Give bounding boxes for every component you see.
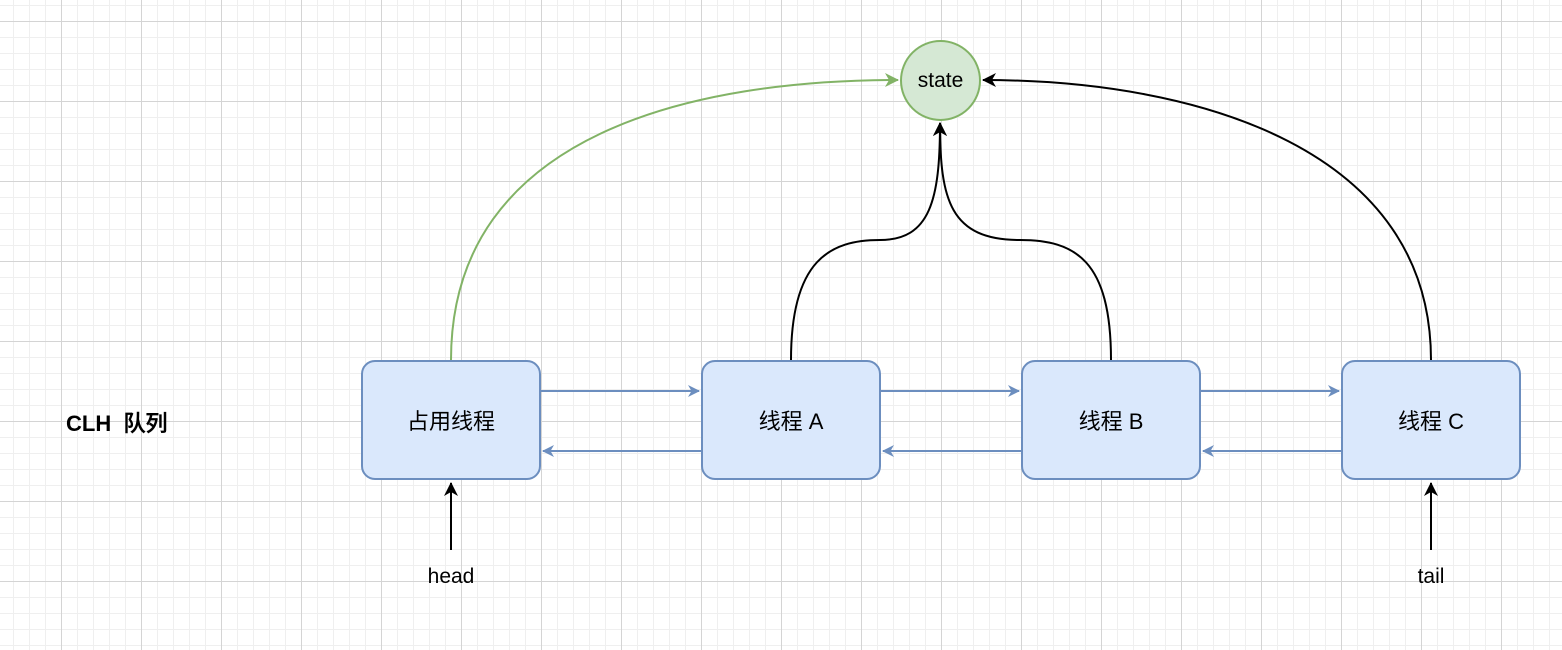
node-label: 线程 C	[1397, 409, 1464, 434]
thread-a-to-state-arrow	[790, 122, 947, 361]
thread-b-to-state-arrow	[933, 122, 1112, 361]
state-node: state	[900, 40, 981, 121]
node-thread-b: 线程 B	[1021, 360, 1201, 480]
node-thread-c: 线程 C	[1341, 360, 1521, 480]
node-label: 占用线程	[406, 409, 495, 434]
node-label: 线程 B	[1078, 409, 1144, 434]
node-label: 线程 A	[758, 409, 824, 434]
node-owner-thread: 占用线程	[361, 360, 541, 480]
owner-to-state-arrow	[450, 73, 899, 361]
node-thread-a: 线程 A	[701, 360, 881, 480]
head-label: head	[427, 565, 475, 588]
state-node-label: state	[917, 68, 964, 92]
diagram-title: CLH 队列	[66, 411, 168, 436]
thread-c-to-state-arrow	[982, 73, 1432, 361]
tail-label: tail	[1417, 565, 1445, 588]
